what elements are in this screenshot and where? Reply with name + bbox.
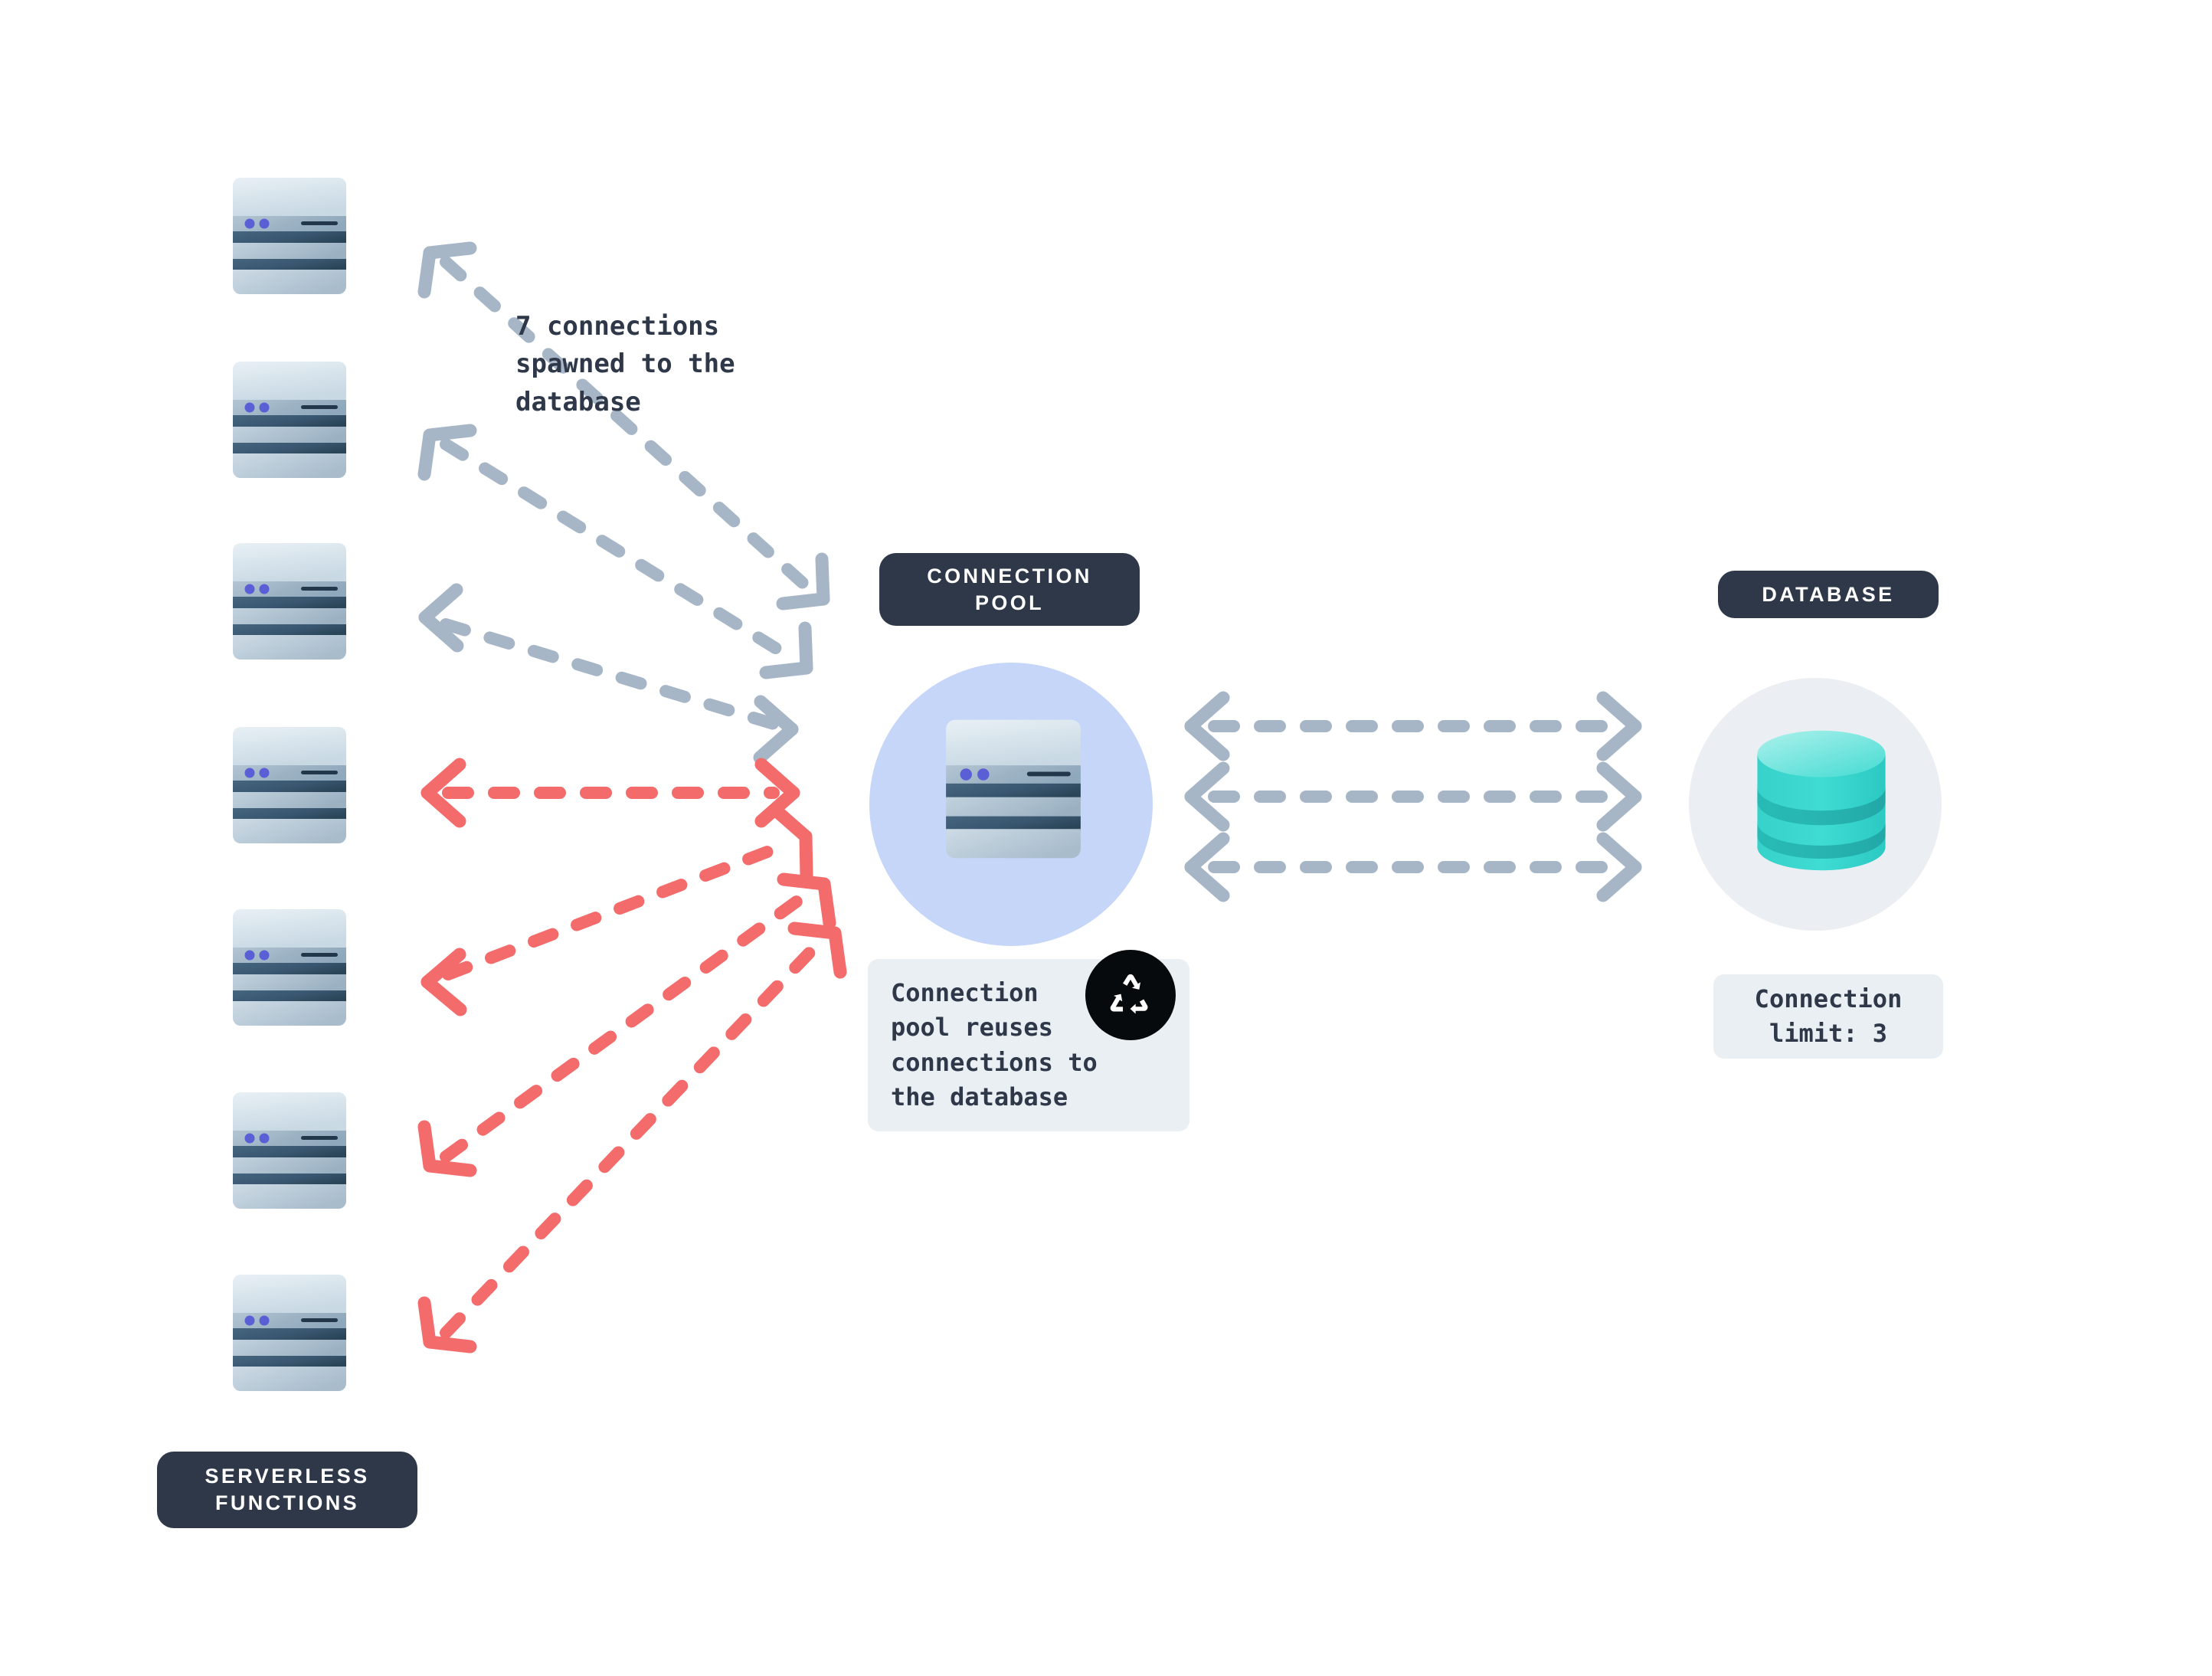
connection-pool-server-icon	[941, 716, 1086, 862]
recycle-icon	[1085, 950, 1176, 1040]
label-database: DATABASE	[1718, 571, 1939, 618]
label-connection-pool: CONNECTION POOL	[879, 553, 1140, 626]
annotation-connections-spawned: 7 connections spawned to the database	[515, 311, 735, 417]
database-cylinder-icon	[1749, 720, 1894, 881]
recycle-glyph	[1110, 974, 1148, 1014]
label-serverless-functions: SERVERLESS FUNCTIONS	[157, 1452, 417, 1528]
annotation-connection-limit-box: Connection limit: 3	[1713, 974, 1943, 1059]
